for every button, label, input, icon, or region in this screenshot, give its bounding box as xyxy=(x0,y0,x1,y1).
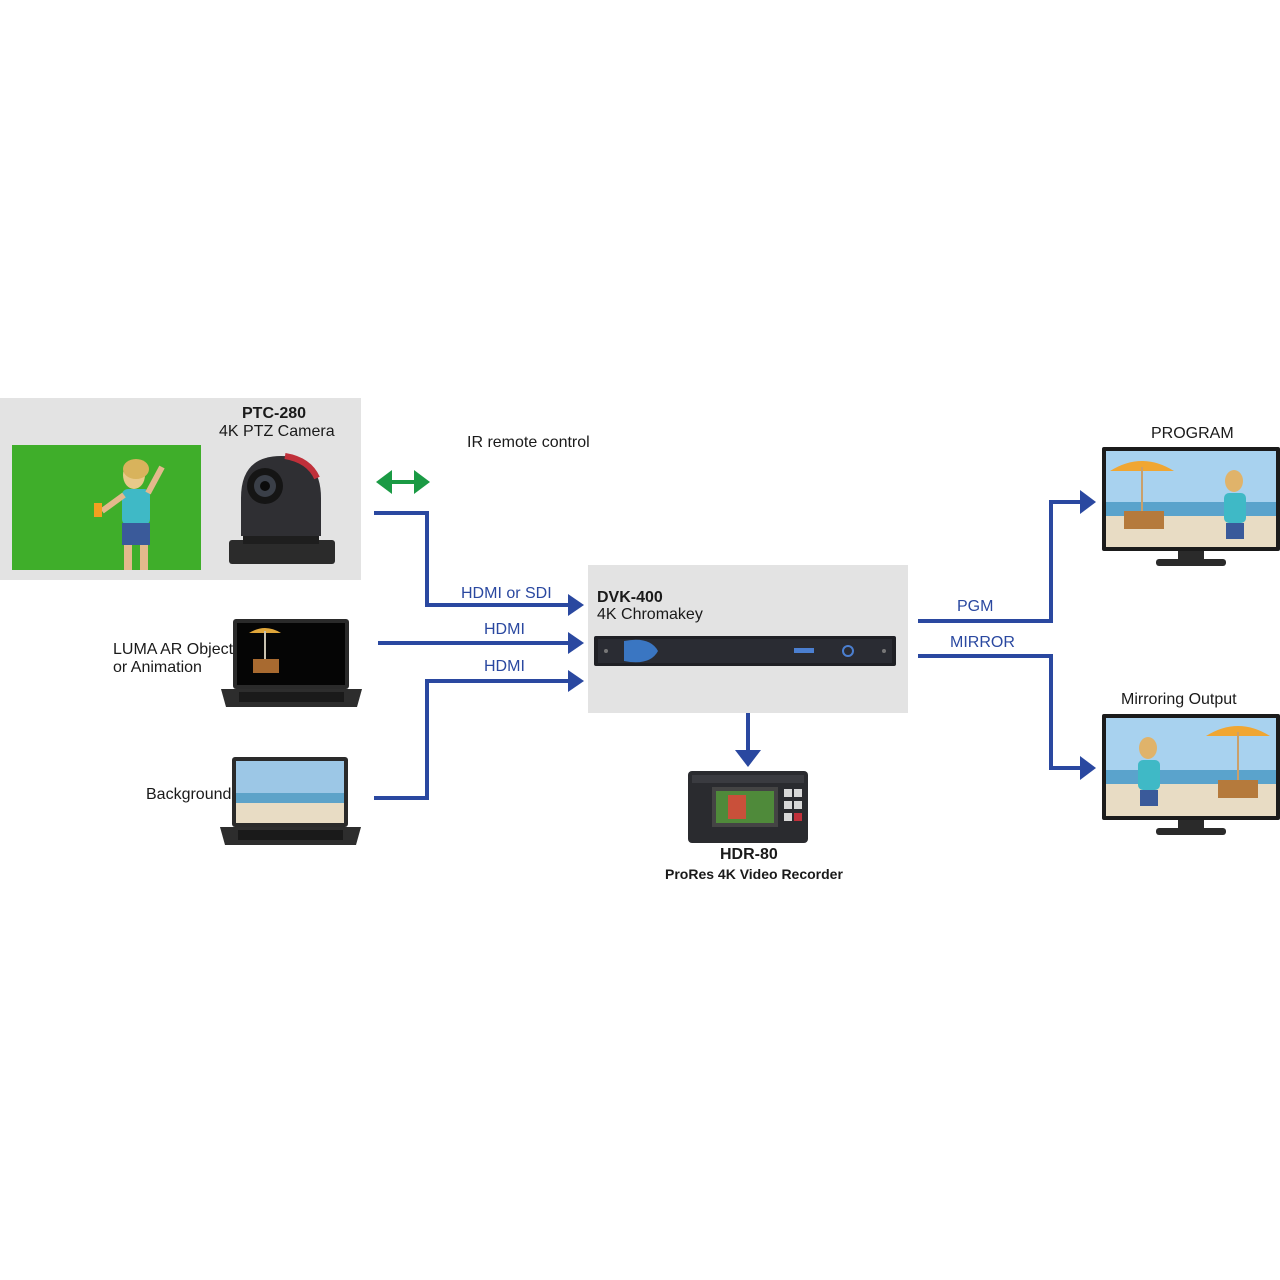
ir-double-arrow xyxy=(376,470,430,494)
program-monitor-image xyxy=(1102,447,1280,568)
program-label: PROGRAM xyxy=(1151,425,1234,442)
luma-laptop-image xyxy=(219,619,364,711)
bg-to-dvk-arrowhead xyxy=(568,670,584,692)
pgm-link-label: PGM xyxy=(957,598,994,615)
bg-to-dvk-line xyxy=(374,679,570,800)
ir-remote-label: IR remote control xyxy=(467,434,590,451)
dvk-to-hdr-arrowhead xyxy=(735,750,761,767)
camera-to-dvk-arrowhead xyxy=(568,594,584,616)
bg-link-label: HDMI xyxy=(484,658,525,675)
hdr-device-image xyxy=(688,771,808,843)
mirror-arrowhead xyxy=(1080,756,1096,780)
dvk-device-image xyxy=(594,636,896,666)
dvk-model: DVK-400 xyxy=(597,589,663,606)
dvk-description: 4K Chromakey xyxy=(597,606,703,623)
background-label: Background xyxy=(146,786,232,803)
luma-label-line1: LUMA AR Object xyxy=(113,641,234,658)
luma-label-line2: or Animation xyxy=(113,659,202,676)
pgm-line xyxy=(918,500,1082,623)
camera-link-label: HDMI or SDI xyxy=(461,585,552,602)
mirroring-label: Mirroring Output xyxy=(1121,691,1237,708)
background-laptop-image xyxy=(218,757,363,849)
camera-model: PTC-280 xyxy=(242,405,307,422)
greenscreen-image xyxy=(12,445,201,570)
mirror-link-label: MIRROR xyxy=(950,634,1015,651)
hdr-description: ProRes 4K Video Recorder xyxy=(665,866,843,882)
camera-to-dvk-line xyxy=(374,511,570,607)
pgm-arrowhead xyxy=(1080,490,1096,514)
ptz-camera-image xyxy=(225,448,337,570)
mirroring-monitor-image xyxy=(1102,714,1280,837)
hdr-model: HDR-80 xyxy=(720,846,778,863)
luma-link-label: HDMI xyxy=(484,621,525,638)
camera-description: 4K PTZ Camera xyxy=(219,423,335,440)
luma-to-dvk-arrowhead xyxy=(568,632,584,654)
mirror-line xyxy=(918,654,1082,770)
